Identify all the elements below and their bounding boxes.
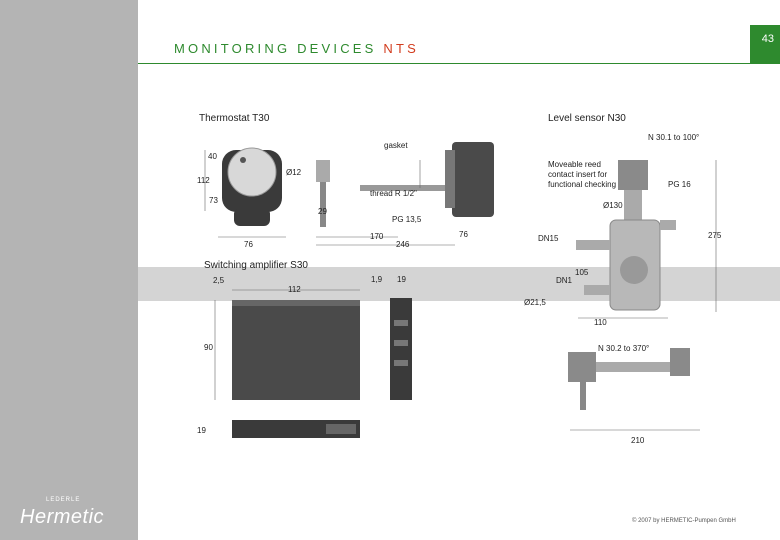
dim-dn1: DN1 <box>556 276 573 285</box>
dim-d130: Ø130 <box>603 201 623 210</box>
amplifier-top-view <box>232 420 360 438</box>
sidebar-item-refrigeration[interactable]: REFRIGERATION <box>655 155 757 165</box>
level-sensor-heading: Level sensor N30 <box>548 113 626 124</box>
dim-76-right: 76 <box>459 230 468 239</box>
title-accent: NTS <box>383 41 419 56</box>
level-note: Moveable reed contact insert for functio… <box>548 160 617 189</box>
dim-29: 29 <box>318 207 327 216</box>
dim-246: 246 <box>396 240 410 249</box>
dim-210: 210 <box>631 436 645 445</box>
header-rule <box>138 63 780 64</box>
logo-small-text: LEDERLE <box>46 497 81 503</box>
gray-band <box>138 267 780 301</box>
dim-170: 170 <box>370 232 384 241</box>
dim-d215: Ø21,5 <box>524 298 546 307</box>
dim-76-left: 76 <box>244 240 253 249</box>
sidebar-item-chemical[interactable]: CHEMICAL <box>692 97 757 107</box>
page-title: MONITORING DEVICES NTS <box>174 41 419 56</box>
amplifier-side-view <box>214 289 360 400</box>
level-range-bottom: N 30.2 to 370° <box>598 344 650 353</box>
label-gasket: gasket <box>384 141 408 150</box>
amplifier-front-view <box>390 298 412 400</box>
dim-dn15: DN15 <box>538 234 559 243</box>
probe-drawing <box>316 160 455 246</box>
level-sensor-bottom <box>568 348 700 431</box>
page-badge: 43 <box>750 25 780 63</box>
level-sensor-horizontal <box>360 142 494 217</box>
title-main: MONITORING DEVICES <box>174 41 377 56</box>
dim-73: 73 <box>209 196 218 205</box>
sidebar-item-petrochemical[interactable]: PETROCHEMICAL <box>650 126 757 136</box>
sidebar-item-energy[interactable]: ENERGY <box>705 183 757 193</box>
dim-19-front: 19 <box>397 275 406 284</box>
sidebar-item-service[interactable]: SERVICE <box>702 212 757 222</box>
thermostat-heading: Thermostat T30 <box>199 113 270 124</box>
label-thread: thread R 1/2" <box>370 189 417 198</box>
dim-25: 2,5 <box>213 276 225 285</box>
dim-112-amp: 112 <box>288 285 301 294</box>
level-range-top: N 30.1 to 100° <box>648 133 700 142</box>
dim-105: 105 <box>575 268 589 277</box>
page-number: 43 <box>761 33 774 45</box>
dim-90: 90 <box>204 343 213 352</box>
dim-pg16: PG 16 <box>668 180 691 189</box>
label-pg135: PG 13,5 <box>392 215 422 224</box>
dim-d12: Ø12 <box>286 168 302 177</box>
dim-110: 110 <box>594 318 607 327</box>
dim-40: 40 <box>208 152 217 161</box>
sidebar <box>0 0 138 540</box>
thermostat-drawing <box>204 147 286 238</box>
copyright: © 2007 by HERMETIC-Pumpen GmbH <box>632 518 736 524</box>
dim-19-bottom: 19 <box>197 426 206 435</box>
dim-112: 112 <box>197 176 210 185</box>
dim-19-top: 1,9 <box>371 275 383 284</box>
hermetic-logo: Hermetic <box>20 506 105 528</box>
amplifier-heading: Switching amplifier S30 <box>204 260 308 271</box>
dim-275: 275 <box>708 231 722 240</box>
level-sensor-vertical <box>576 160 717 319</box>
